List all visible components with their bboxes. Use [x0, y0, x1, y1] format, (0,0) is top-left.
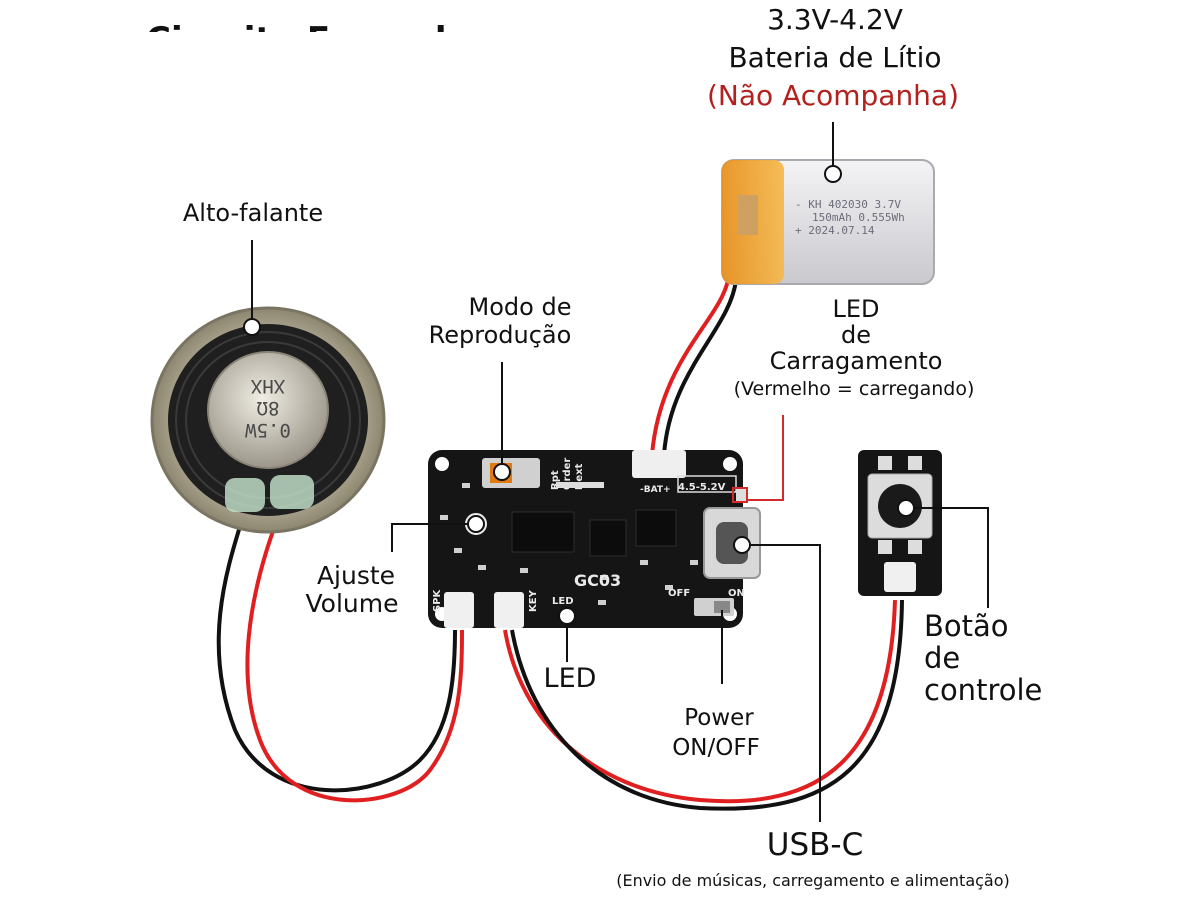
charge-led-label-1: LED — [832, 295, 880, 323]
volume-label-1: Ajuste — [316, 561, 396, 590]
battery-voltage-label: 3.3V-4.2V — [767, 3, 903, 36]
battery-name-label: Bateria de Lítio — [728, 41, 942, 74]
silk-order: Order — [562, 458, 573, 490]
play-mode-label-2: Reprodução — [428, 321, 572, 349]
battery-print-line1: - KH 402030 3.7V — [795, 198, 901, 211]
battery-wire-black — [662, 279, 738, 456]
usbc-label: USB-C — [766, 827, 864, 863]
power-label-2: ON/OFF — [672, 735, 760, 761]
leader-dots — [243, 165, 915, 625]
usbc-note: (Envio de músicas, carregamento e alimen… — [616, 871, 1010, 890]
silk-voltage: 4.5-5.2V — [678, 482, 726, 493]
volume-label-2: Volume — [305, 589, 399, 618]
battery-note-label: (Não Acompanha) — [706, 79, 960, 112]
board-model: GC03 — [574, 571, 621, 590]
wires — [216, 279, 904, 811]
speaker-print-line2: 8Ω — [257, 397, 280, 419]
leader-volume — [391, 523, 472, 552]
battery-print-line2: 150mAh 0.555Wh — [812, 211, 905, 224]
power-label-1: Power — [684, 705, 754, 731]
leader-usbc — [742, 544, 821, 822]
key-wire-red — [503, 599, 897, 804]
control-label-1: Botão — [924, 609, 1009, 643]
main-board: Rpt Order Next -BAT+ 4.5-5.2V GC03 — [428, 450, 761, 628]
silk-rpt: Rpt — [550, 470, 561, 490]
partial-title: Circuito Exemplo — [146, 14, 470, 32]
silk-spk: SPK — [432, 588, 443, 612]
silk-next: Next — [574, 463, 585, 490]
silk-on: ON — [728, 588, 745, 599]
key-wire-black — [510, 599, 904, 811]
silk-bat: -BAT+ — [640, 485, 671, 495]
control-button-module — [858, 450, 942, 596]
silk-led: LED — [552, 596, 574, 607]
silk-off: OFF — [668, 588, 690, 599]
battery: - KH 402030 3.7V 150mAh 0.555Wh + 2024.0… — [721, 159, 935, 285]
control-label-2: de — [924, 641, 961, 675]
speaker-wire-red — [245, 499, 464, 803]
control-label-3: controle — [924, 673, 1043, 707]
leader-control — [906, 507, 989, 608]
play-mode-label-1: Modo de — [468, 293, 572, 321]
leader-lines — [251, 122, 989, 822]
battery-wire-red — [650, 279, 730, 456]
led-label: LED — [543, 663, 597, 694]
charge-led-marker — [732, 487, 748, 503]
charge-led-label-3: Carragamento — [769, 347, 943, 375]
speaker-label: Alto-falante — [182, 199, 324, 227]
charge-led-label-2: de — [841, 321, 871, 349]
speaker: 0.5W 8Ω XHX — [150, 306, 386, 534]
charge-led-note: (Vermelho = carregando) — [733, 378, 975, 400]
speaker-print-line1: 0.5W — [245, 419, 291, 441]
silk-key: KEY — [528, 589, 539, 612]
battery-print-line3: + 2024.07.14 — [795, 224, 875, 237]
leader-charge-led — [746, 415, 784, 501]
speaker-wire-black — [216, 509, 457, 793]
speaker-print-line3: XHX — [250, 375, 285, 397]
